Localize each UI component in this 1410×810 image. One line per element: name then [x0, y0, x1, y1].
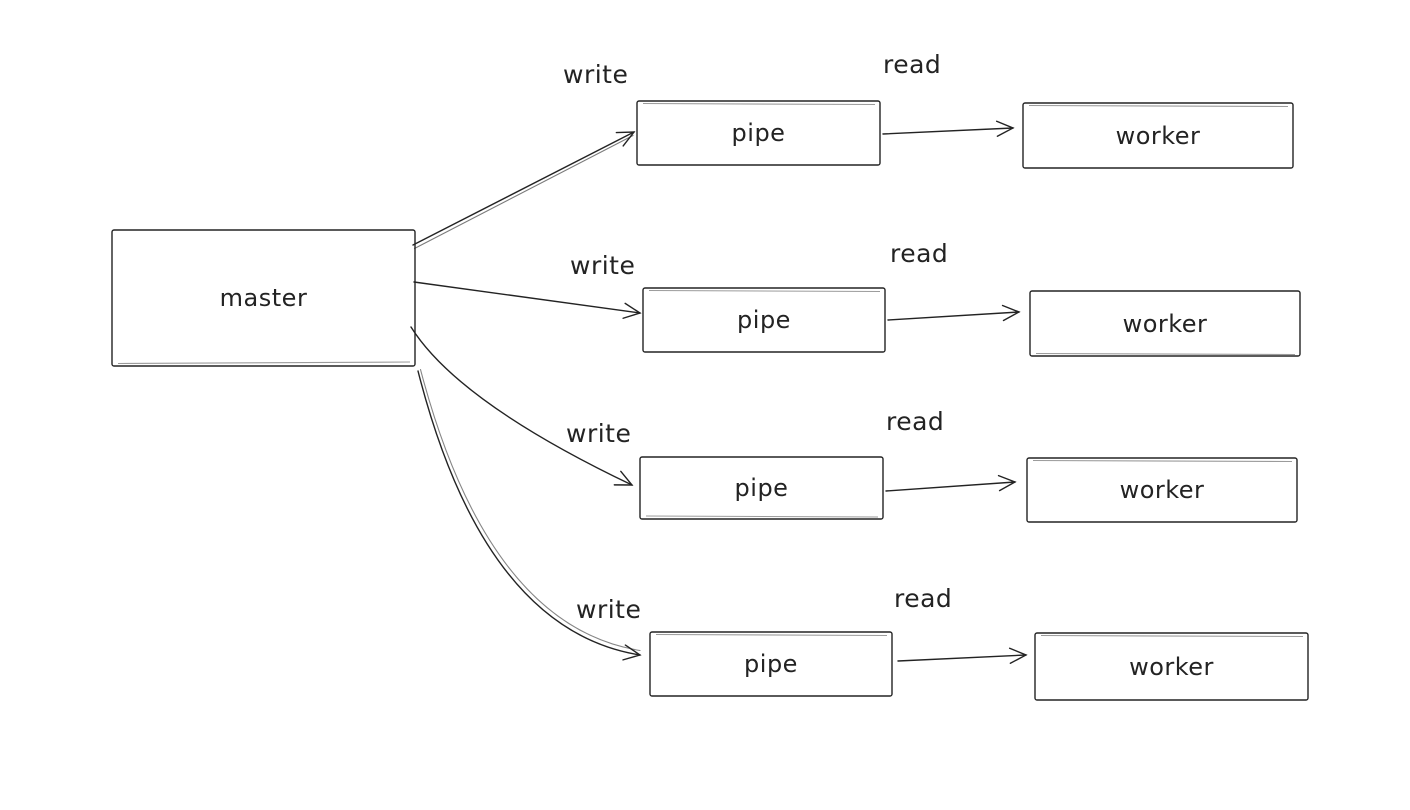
worker-node-sketch-line-1	[1028, 104, 1289, 108]
worker-node-sketch-line-4	[1040, 634, 1304, 638]
write-arrow-4-sketch	[419, 368, 641, 652]
pipe-node-sketch-line-3	[645, 515, 879, 518]
pipe-node-sketch-line-4	[655, 633, 888, 637]
worker-node-rect-4	[1034, 632, 1309, 701]
pipe-node-rect-4	[649, 631, 893, 697]
read-arrow-3	[885, 474, 1017, 492]
read-arrow-2	[887, 304, 1021, 322]
worker-node-sketch-line-3	[1032, 459, 1293, 463]
pipe-node-sketch-line-1	[642, 102, 876, 106]
write-arrow-4	[417, 370, 642, 661]
read-arrow-4	[897, 647, 1028, 664]
worker-node-rect-3	[1026, 457, 1298, 523]
master-node-rect	[111, 229, 416, 367]
master-node-sketch-line	[117, 361, 411, 365]
write-arrow-3	[410, 326, 634, 486]
read-arrow-1	[882, 120, 1015, 137]
pipe-node-rect-1	[636, 100, 881, 166]
pipe-node-rect-2	[642, 287, 886, 353]
write-arrow-1-sketch	[413, 134, 634, 250]
pipe-node-rect-3	[639, 456, 884, 520]
worker-node-rect-1	[1022, 102, 1294, 169]
pipe-node-sketch-line-2	[648, 289, 881, 293]
worker-node-sketch-line-2	[1035, 352, 1296, 356]
write-arrow-2	[413, 281, 642, 319]
write-arrow-1	[412, 131, 636, 246]
worker-node-rect-2	[1029, 290, 1301, 357]
